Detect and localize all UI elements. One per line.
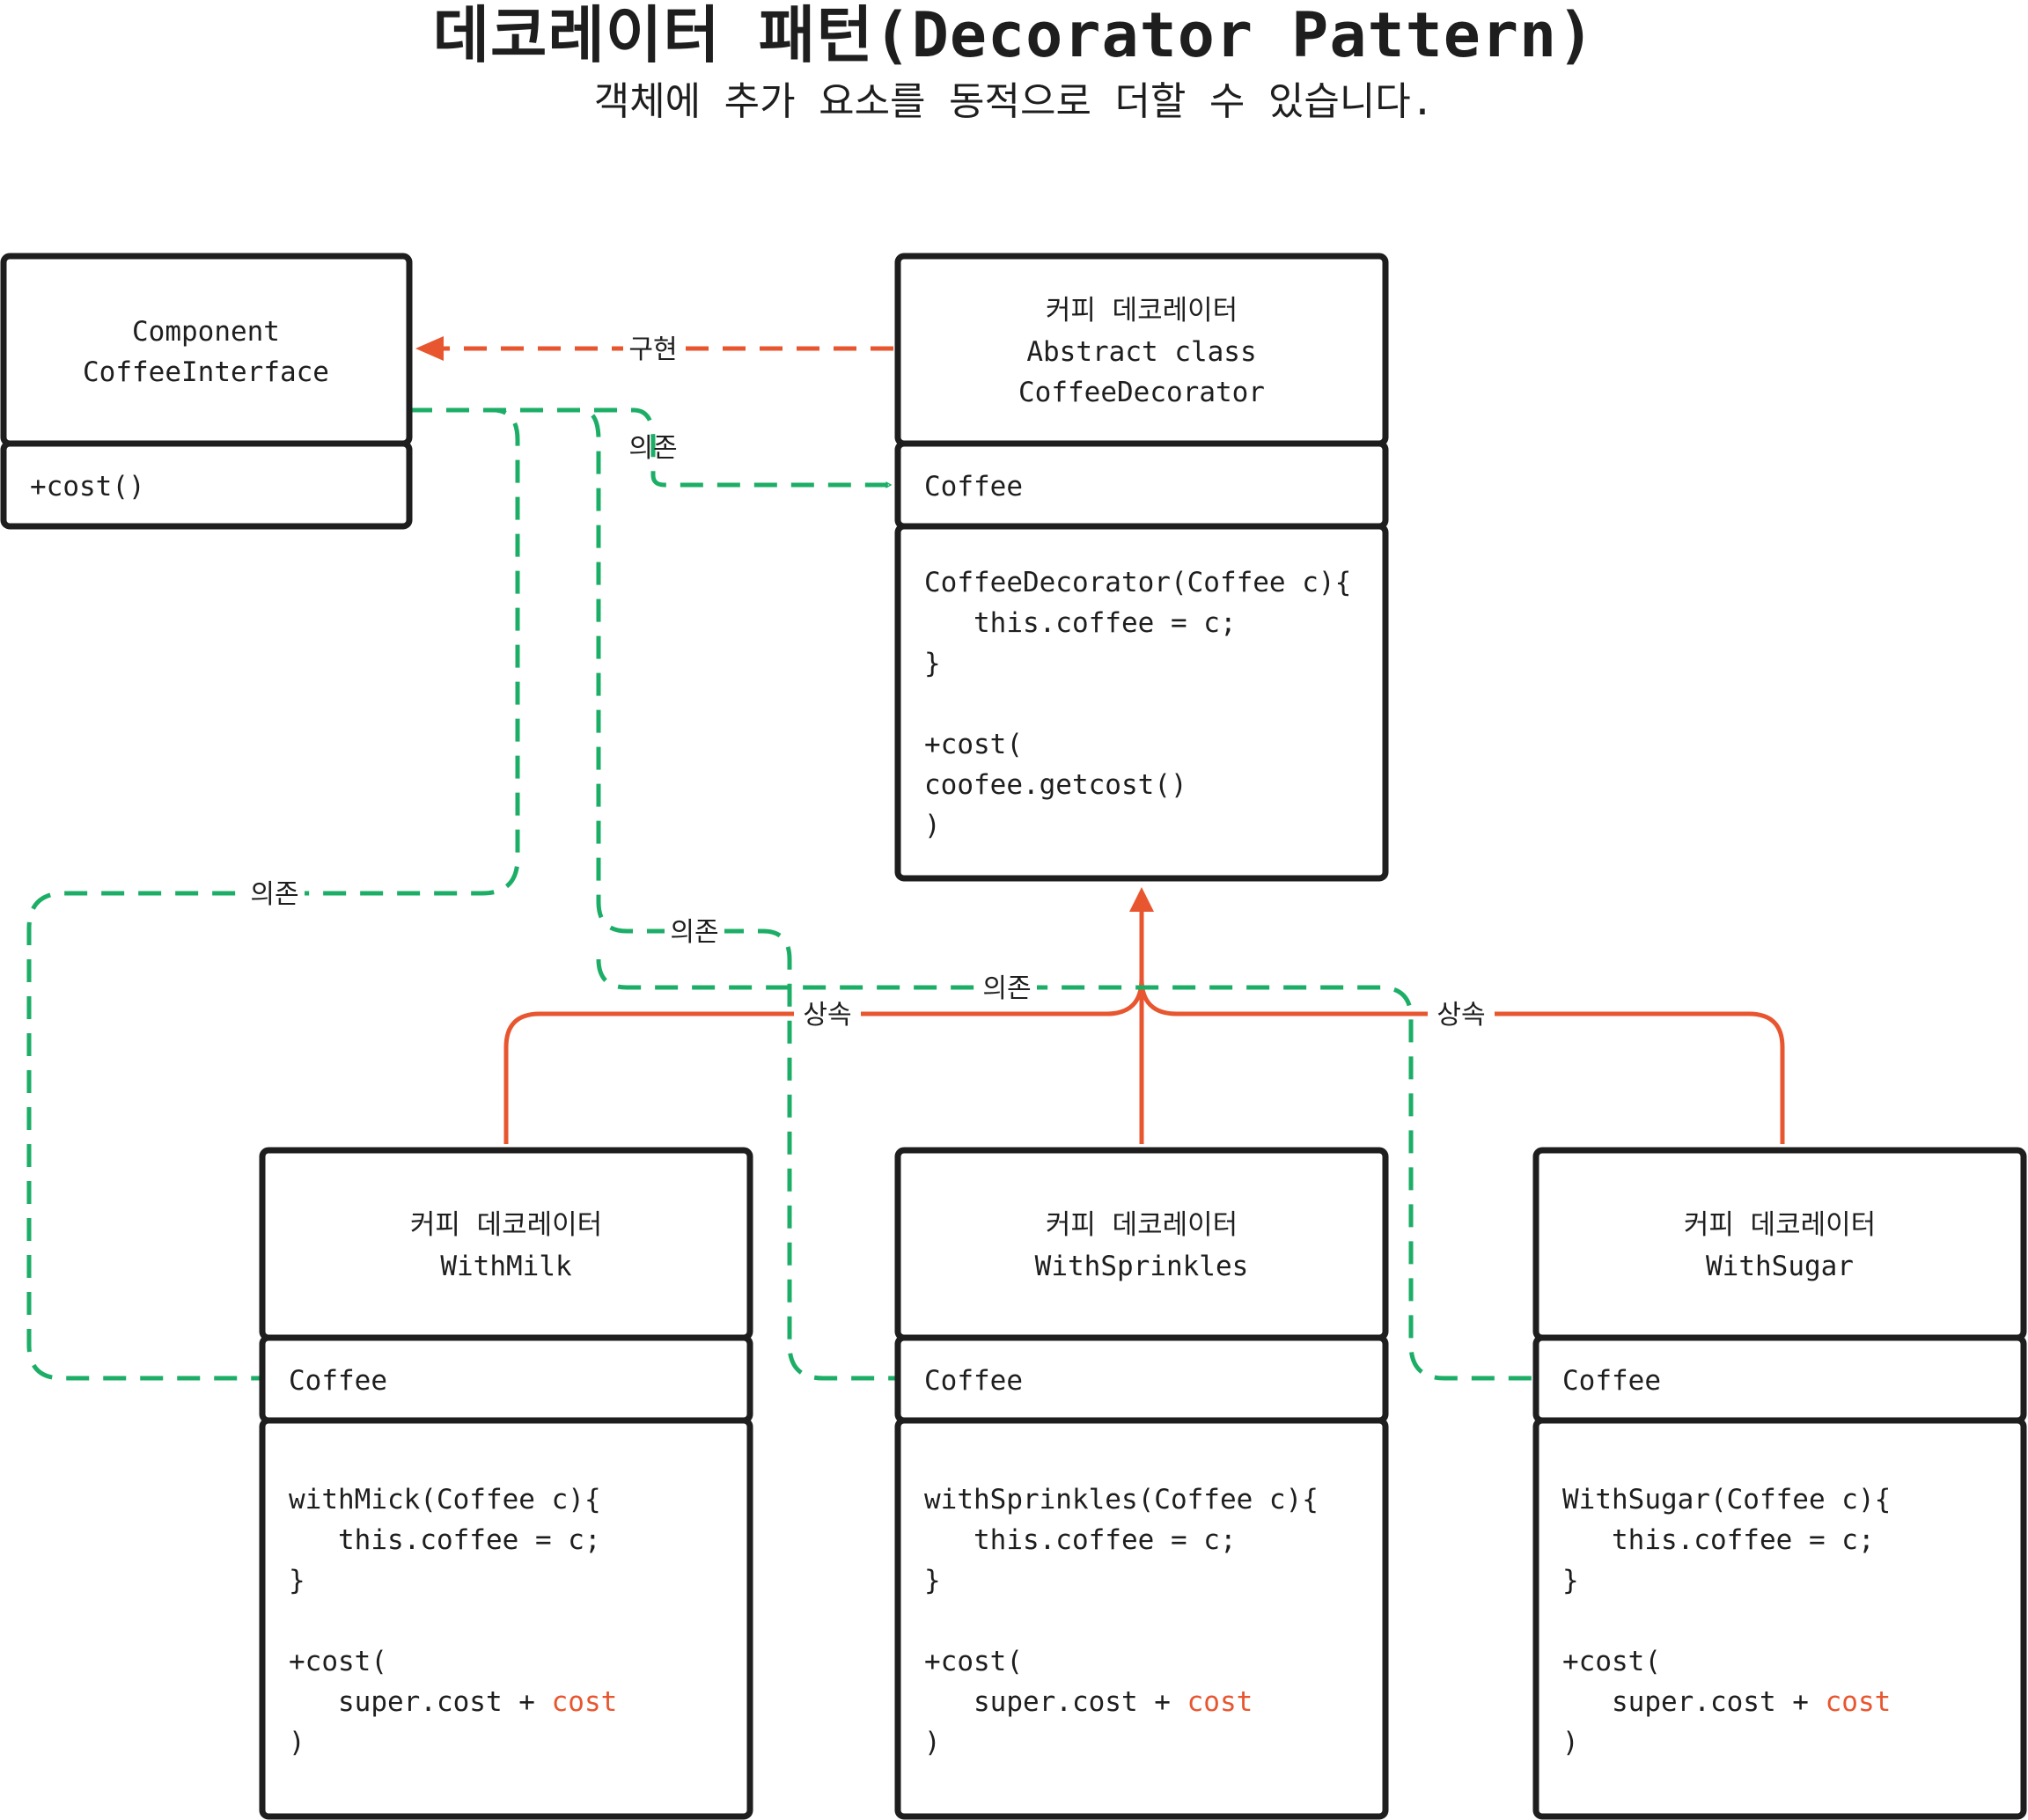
withsugar-body-line: +cost( [1562, 1646, 1661, 1677]
withsprinkles-field: Coffee [924, 1365, 1023, 1397]
label-depends-withsprinkles: 의존 [665, 912, 724, 950]
withsprinkles-body-line: this.coffee = c; [924, 1524, 1237, 1556]
withsugar-header-line: WithSugar [1706, 1251, 1854, 1282]
withsprinkles-body-line: withSprinkles(Coffee c){ [924, 1484, 1319, 1515]
decorator-body-line: this.coffee = c; [924, 607, 1237, 639]
withsprinkles-class-box: 커피 데코레이터 WithSprinkles Coffee withSprink… [894, 1147, 1389, 1820]
label-depends-withsugar: 의존 [977, 968, 1037, 1007]
withmilk-header-line: WithMilk [440, 1251, 572, 1282]
svg-text:의존: 의존 [982, 973, 1031, 1004]
withsugar-field: Coffee [1562, 1365, 1661, 1397]
decorator-body-line: } [924, 648, 941, 679]
withmilk-body-line: this.coffee = c; [289, 1524, 601, 1556]
withsugar-body-line: this.coffee = c; [1562, 1524, 1875, 1556]
depend-arrow-withsprinkles [409, 407, 926, 1382]
withmilk-header-line: 커피 데코레이터 [410, 1209, 602, 1241]
depend-arrow-decorator [409, 407, 893, 488]
label-depends-decorator: 의존 [628, 433, 677, 464]
svg-text:의존: 의존 [670, 917, 718, 948]
decorator-body-line: +cost( [924, 729, 1023, 760]
svg-text:구현: 구현 [628, 334, 677, 365]
label-implements: 구현 [623, 329, 683, 368]
withsprinkles-body-line: ) [924, 1727, 941, 1758]
withsugar-body-line: super.cost + cost [1562, 1686, 1891, 1718]
decorator-header-line: 커피 데코레이터 [1046, 295, 1238, 327]
cost-highlight: cost [1826, 1686, 1892, 1718]
withsprinkles-header-line: WithSprinkles [1035, 1251, 1249, 1282]
withsprinkles-header-line: 커피 데코레이터 [1046, 1209, 1238, 1241]
cost-highlight: cost [552, 1686, 618, 1718]
diagram-title: 데코레이터 패턴(Decorator Pattern) [432, 0, 1596, 71]
withsugar-header-line: 커피 데코레이터 [1684, 1209, 1876, 1241]
withmilk-body-line: ) [289, 1727, 305, 1758]
withmilk-field: Coffee [289, 1365, 387, 1397]
decorator-body-line: CoffeeDecorator(Coffee c){ [924, 567, 1351, 598]
decorator-body-line: coofee.getcost() [924, 769, 1187, 801]
depend-arrow-withmilk [26, 407, 520, 1382]
withsprinkles-body-line: } [924, 1565, 941, 1596]
label-inherits-right: 상속 [1428, 994, 1495, 1033]
interface-class-box: Component CoffeeInterface +cost() [0, 253, 413, 530]
label-depends-withmilk: 의존 [245, 874, 305, 913]
withsprinkles-body-line: +cost( [924, 1646, 1023, 1677]
withsprinkles-body-line: super.cost + cost [924, 1686, 1253, 1718]
withmilk-body-line: +cost( [289, 1646, 387, 1677]
withmilk-class-box: 커피 데코레이터 WithMilk Coffee withMick(Coffee… [259, 1147, 753, 1820]
withsugar-body-line: } [1562, 1565, 1579, 1596]
withsugar-body-line: WithSugar(Coffee c){ [1562, 1484, 1891, 1515]
svg-text:상속: 상속 [803, 1000, 851, 1031]
label-inherits-left: 상속 [794, 994, 861, 1033]
interface-method: +cost() [30, 471, 145, 503]
decorator-class-box: 커피 데코레이터 Abstract class CoffeeDecorator … [894, 253, 1389, 882]
withsugar-class-box: 커피 데코레이터 WithSugar Coffee WithSugar(Coff… [1532, 1147, 2027, 1820]
depend-arrow-withsugar [596, 958, 1564, 1382]
withmilk-body-line: withMick(Coffee c){ [289, 1484, 601, 1515]
withsugar-body-line: ) [1562, 1727, 1579, 1758]
svg-text:상속: 상속 [1436, 1000, 1485, 1031]
withmilk-body-line: } [289, 1565, 305, 1596]
decorator-body-line: ) [924, 810, 941, 841]
decorator-header-line: CoffeeDecorator [1018, 377, 1265, 408]
svg-text:의존: 의존 [250, 879, 298, 910]
decorator-header-line: Abstract class [1026, 336, 1256, 368]
decorator-field: Coffee [924, 471, 1023, 503]
withmilk-body-line: super.cost + cost [289, 1686, 617, 1718]
interface-name: CoffeeInterface [83, 356, 329, 388]
diagram-subtitle: 객체에 추가 요소를 동적으로 더할 수 있습니다. [593, 79, 1435, 124]
svg-text:의존: 의존 [628, 433, 677, 464]
interface-stereotype: Component [132, 316, 280, 348]
cost-highlight: cost [1187, 1686, 1253, 1718]
